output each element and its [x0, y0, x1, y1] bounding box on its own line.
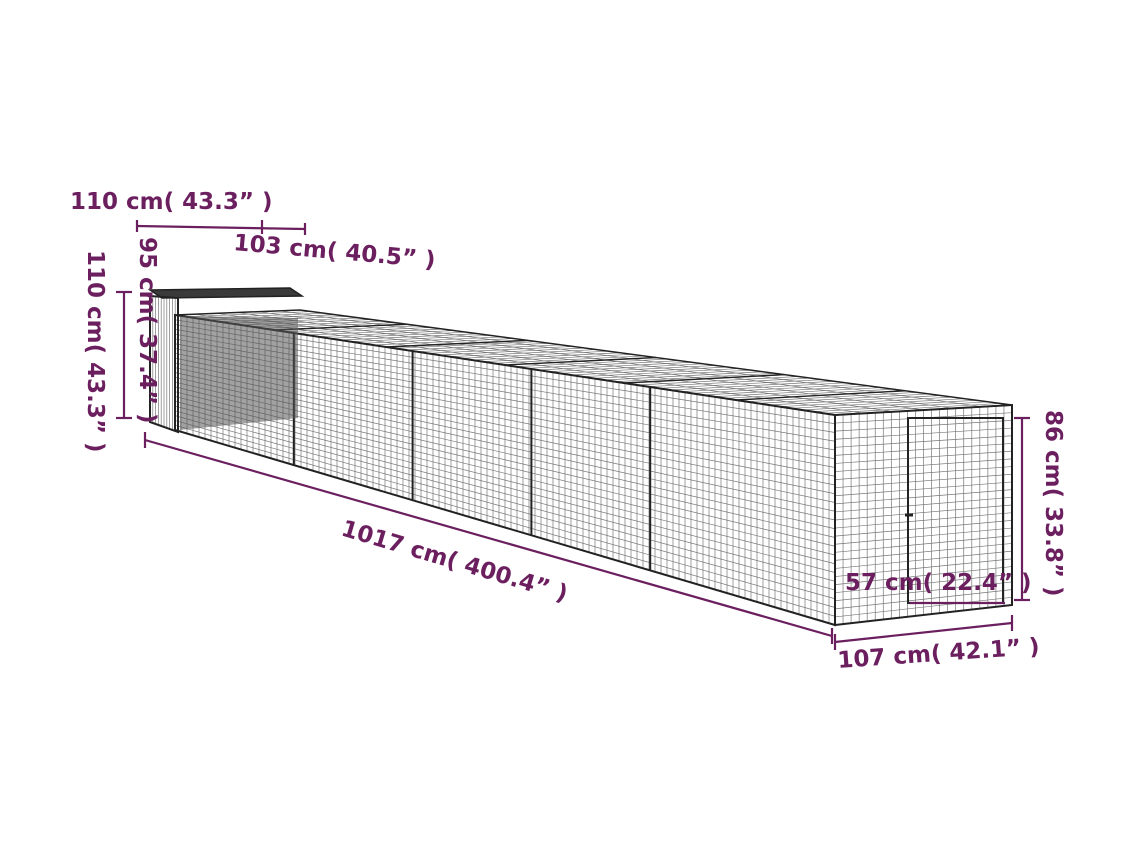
mesh-wire — [174, 415, 836, 600]
mesh-wire — [834, 596, 1013, 618]
mesh-wire — [834, 443, 1013, 456]
mesh-wire — [834, 566, 1013, 585]
mesh-wire — [174, 420, 836, 608]
mesh-wire — [834, 527, 1013, 545]
roof-rafter — [623, 373, 785, 384]
dim-line-end-width — [834, 621, 1013, 644]
roof-rafter — [735, 390, 906, 401]
mesh-wire — [834, 589, 1013, 610]
mesh-wire — [834, 512, 1013, 529]
dim-shed-height-outer: 110 cm( 43.3” ) — [82, 250, 108, 453]
mesh-wire — [834, 558, 1013, 577]
roof-rafter — [386, 339, 528, 348]
dim-line-top-width — [136, 224, 306, 231]
mesh-wire — [834, 543, 1013, 561]
mesh-wire — [834, 489, 1013, 505]
frame-posts — [174, 315, 906, 625]
top-mesh — [174, 309, 1013, 416]
mesh-wire — [834, 458, 1013, 472]
dim-shed-height-inner: 95 cm( 37.4” ) — [134, 237, 160, 424]
dim-door-width: 57 cm( 22.4” ) — [845, 570, 1032, 596]
mesh-wire — [834, 496, 1013, 513]
mesh-wire — [834, 466, 1013, 480]
mesh-wire — [834, 573, 1013, 594]
mesh-wire — [174, 410, 836, 591]
mesh-wire — [174, 405, 836, 582]
dimension-lines — [116, 220, 1030, 650]
dim-end-height: 86 cm( 33.8” ) — [1040, 410, 1066, 597]
dim-top-width: 110 cm( 43.3” ) — [70, 189, 273, 215]
mesh-wire — [834, 450, 1013, 464]
mesh-wire — [834, 550, 1013, 569]
mesh-wire — [834, 427, 1013, 440]
mesh-wire — [834, 520, 1013, 537]
mesh-wire — [834, 420, 1013, 432]
shed-interior — [180, 316, 298, 430]
mesh-wire — [834, 581, 1013, 602]
mesh-wire — [834, 535, 1013, 553]
shed-body — [149, 294, 179, 434]
mesh-wire — [834, 504, 1013, 521]
mesh-wire — [174, 400, 836, 573]
cage-drawing — [147, 287, 1013, 627]
shed-roof — [147, 287, 305, 299]
mesh-wire — [834, 481, 1013, 497]
dim-end-width: 107 cm( 42.1” ) — [837, 634, 1041, 674]
dim-line-total-length — [144, 438, 833, 638]
mesh-wire — [834, 473, 1013, 489]
mesh-wire — [174, 396, 836, 565]
dim-roof-depth: 103 cm( 40.5” ) — [232, 230, 436, 274]
mesh-wire — [174, 424, 836, 617]
roof-rafter — [504, 356, 657, 366]
mesh-wire — [834, 435, 1013, 448]
